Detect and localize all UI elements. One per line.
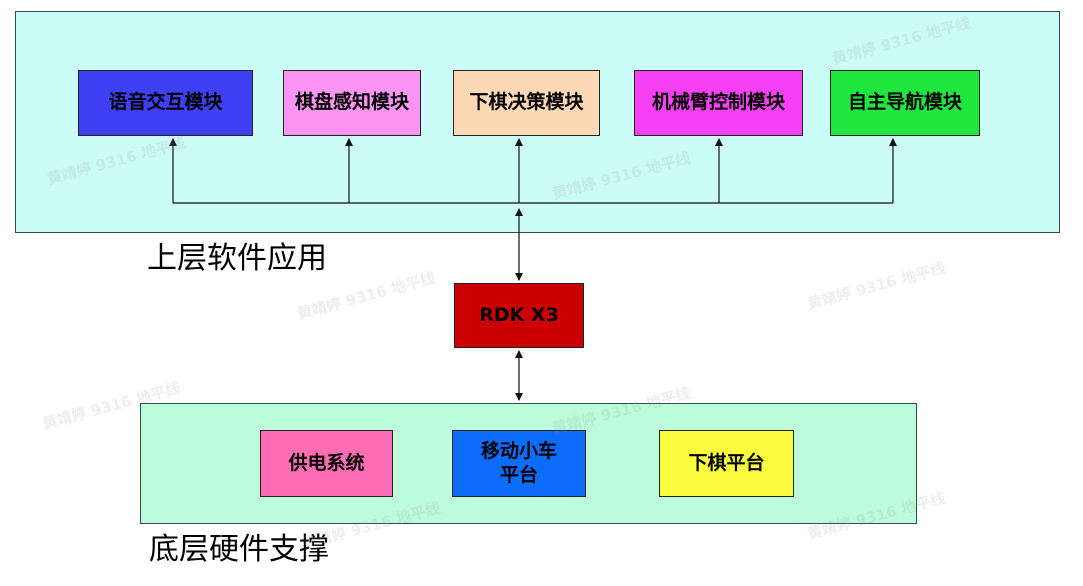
board-perception-module: 棋盘感知模块 [283, 70, 421, 136]
software-layer-label: 上层软件应用 [147, 241, 327, 276]
rdk-x3-core-box: RDK X3 [454, 283, 584, 348]
power-supply-module: 供电系统 [260, 430, 393, 497]
chess-platform-module: 下棋平台 [659, 430, 794, 497]
chess-decision-module: 下棋决策模块 [453, 70, 600, 136]
robot-arm-control-module: 机械臂控制模块 [634, 70, 803, 136]
mobile-car-platform-module: 移动小车 平台 [452, 430, 586, 497]
autonomous-navigation-module: 自主导航模块 [830, 70, 980, 136]
voice-interaction-module: 语音交互模块 [78, 70, 253, 136]
hardware-layer-label: 底层硬件支撑 [149, 532, 329, 567]
